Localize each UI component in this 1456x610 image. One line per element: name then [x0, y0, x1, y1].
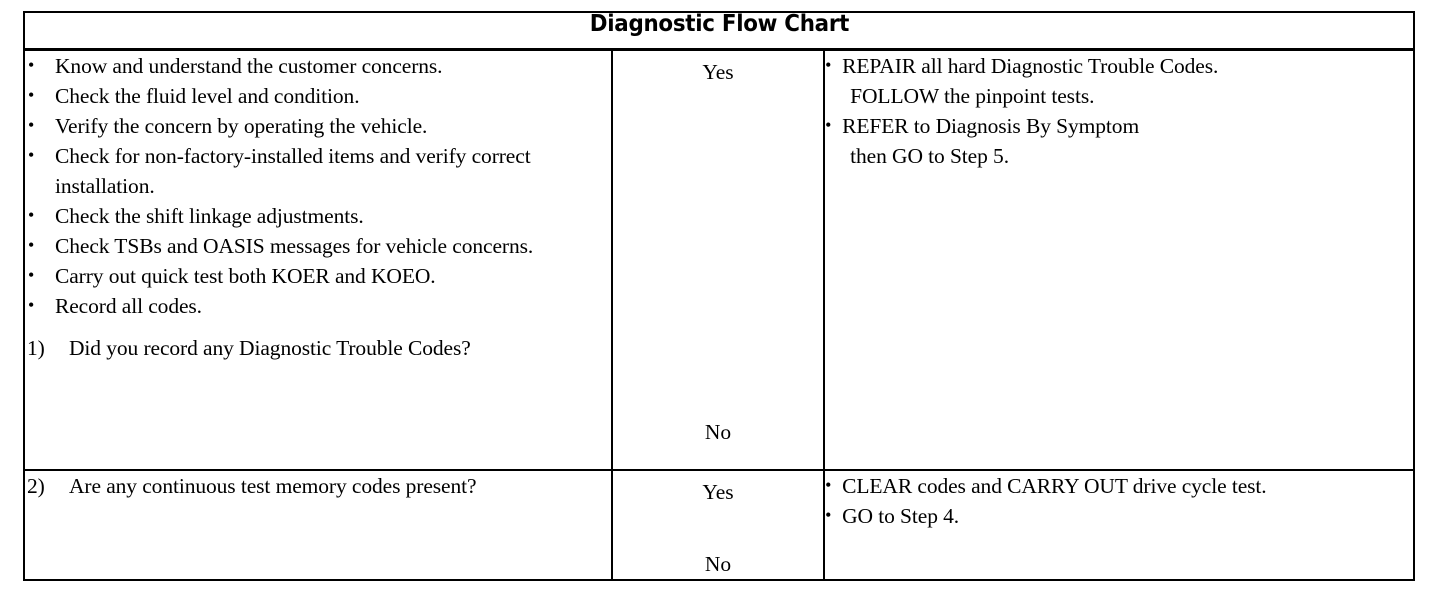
table-row: Know and understand the customer concern…: [23, 48, 1415, 471]
list-item: Check the shift linkage adjustments.: [25, 200, 611, 231]
table-row: 2) Are any continuous test memory codes p…: [23, 469, 1415, 581]
question-text-row-1: Did you record any Diagnostic Trouble Co…: [69, 336, 471, 360]
question-text-row-2: Are any continuous test memory codes pre…: [69, 474, 477, 498]
action-cell-row-2: CLEAR codes and CARRY OUT drive cycle te…: [823, 469, 1415, 581]
question-number-row-1: 1): [27, 336, 45, 360]
condition-cell-row-2: 2) Are any continuous test memory codes p…: [23, 469, 613, 581]
list-item: Verify the concern by operating the vehi…: [25, 110, 611, 141]
list-item: REFER to Diagnosis By Symptom then GO to…: [825, 110, 1413, 171]
list-item: Carry out quick test both KOER and KOEO.: [25, 260, 611, 291]
condition-bullet-list-row-1: Know and understand the customer concern…: [25, 50, 611, 321]
action-line-2: then GO to Step 5.: [850, 144, 1009, 168]
table-header-row: Diagnostic Flow Chart: [23, 11, 1415, 51]
list-item: CLEAR codes and CARRY OUT drive cycle te…: [825, 470, 1413, 501]
action-line-2: FOLLOW the pinpoint tests.: [850, 84, 1095, 108]
action-list-no-row-2: GO to Step 4.: [825, 500, 1413, 531]
question-row-1: 1) Did you record any Diagnostic Trouble …: [25, 333, 611, 363]
answer-yes-row-1: Yes: [702, 60, 734, 84]
action-line-1: CLEAR codes and CARRY OUT drive cycle te…: [842, 474, 1267, 498]
list-item: GO to Step 4.: [825, 500, 1413, 531]
answer-stack-row-2: Yes No: [613, 471, 823, 579]
list-item: REPAIR all hard Diagnostic Trouble Codes…: [825, 50, 1413, 111]
answer-cell-row-2: Yes No: [610, 469, 826, 581]
list-item: Record all codes.: [25, 290, 611, 321]
action-line-1: REPAIR all hard Diagnostic Trouble Codes…: [842, 54, 1219, 78]
question-number-row-2: 2): [27, 474, 45, 498]
answer-no-row-2: No: [704, 552, 732, 576]
answer-no-row-1: No: [704, 420, 732, 444]
action-line-1: GO to Step 4.: [842, 504, 960, 528]
action-list-yes-row-2: CLEAR codes and CARRY OUT drive cycle te…: [825, 470, 1413, 501]
chart-title-cell: Diagnostic Flow Chart: [23, 11, 1415, 51]
list-item: Check for non-factory-installed items an…: [25, 140, 611, 201]
action-list-no-row-1: REFER to Diagnosis By Symptom then GO to…: [825, 110, 1413, 171]
answer-cell-row-1: Yes No: [610, 48, 826, 471]
question-row-2: 2) Are any continuous test memory codes p…: [25, 471, 611, 501]
list-item: Check TSBs and OASIS messages for vehicl…: [25, 230, 611, 261]
action-line-1: REFER to Diagnosis By Symptom: [842, 114, 1140, 138]
condition-cell-row-1: Know and understand the customer concern…: [23, 48, 613, 471]
list-item: Check the fluid level and condition.: [25, 80, 611, 111]
list-item: Know and understand the customer concern…: [25, 50, 611, 81]
diagnostic-flow-chart-table: Diagnostic Flow Chart Know and understan…: [23, 11, 1415, 581]
action-cell-row-1: REPAIR all hard Diagnostic Trouble Codes…: [823, 48, 1415, 471]
page-title: Diagnostic Flow Chart: [589, 11, 849, 37]
answer-stack-row-1: Yes No: [613, 51, 823, 469]
answer-yes-row-2: Yes: [702, 480, 734, 504]
action-list-yes-row-1: REPAIR all hard Diagnostic Trouble Codes…: [825, 50, 1413, 111]
